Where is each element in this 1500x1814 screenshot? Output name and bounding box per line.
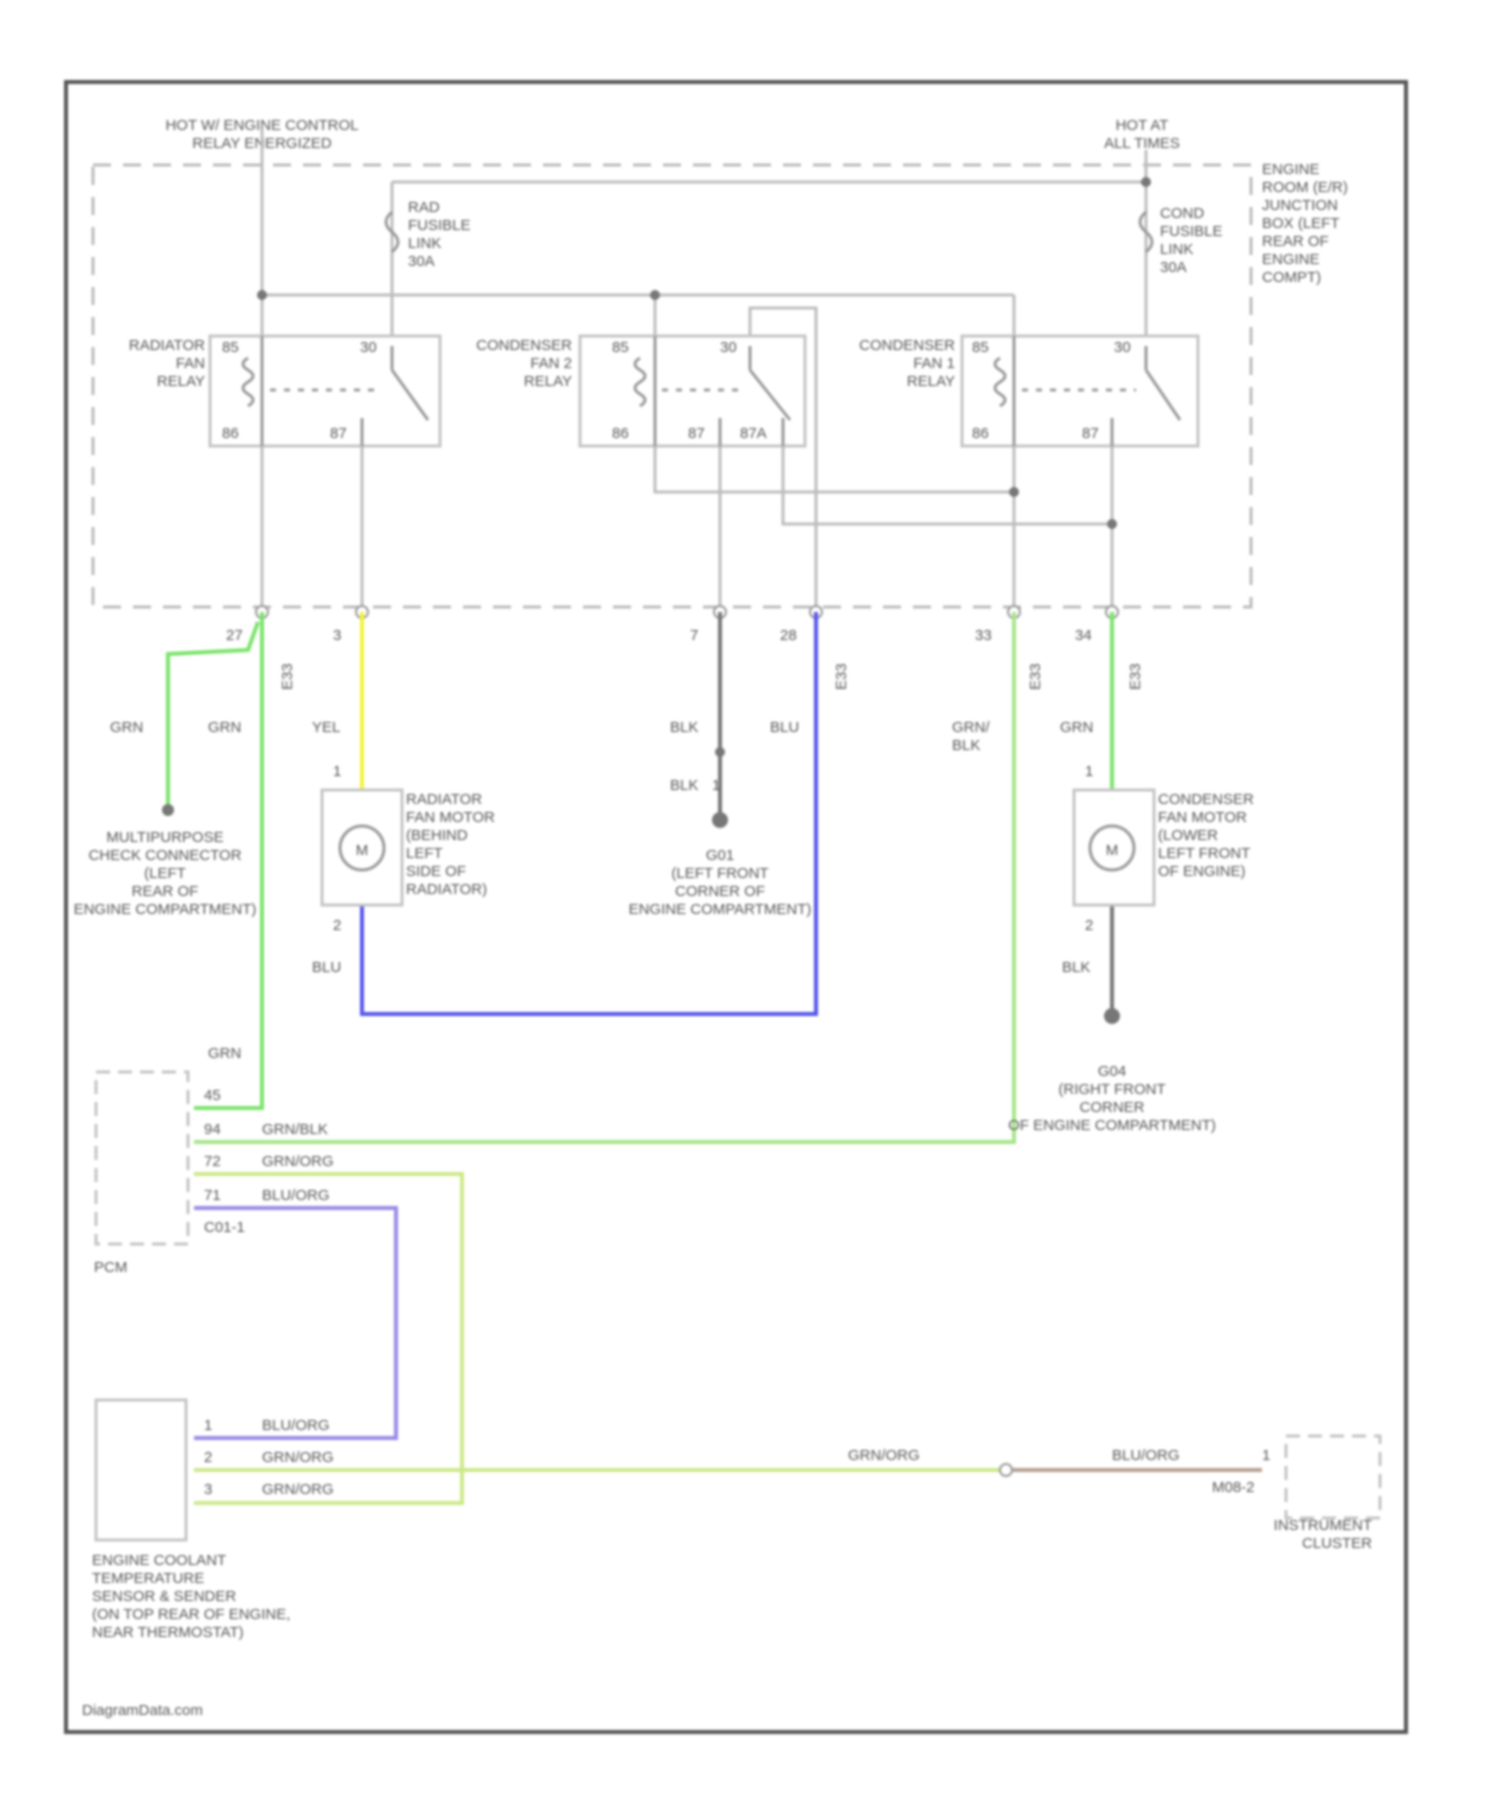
pcm-wire-72: GRN/ORG xyxy=(262,1153,334,1170)
wire-label-grn-multipurpose: GRN xyxy=(110,719,143,736)
condenser2-relay-pin-87: 87 xyxy=(688,425,705,442)
connector-id-e33-4: E33 xyxy=(1127,663,1144,690)
pcm-pin-45: 45 xyxy=(204,1087,221,1104)
condenser2-relay-pin-85: 85 xyxy=(612,339,629,356)
radiator-relay-pin-85: 85 xyxy=(222,339,239,356)
pcm-label: PCM xyxy=(94,1259,127,1276)
pcm-connector-id: C01-1 xyxy=(204,1219,245,1236)
pcm-wire-71: BLU/ORG xyxy=(262,1187,330,1204)
wire-label-grn-27: GRN xyxy=(208,719,241,736)
wire-label-blk-g04: BLK xyxy=(1062,959,1090,976)
connector-pin-34: 34 xyxy=(1075,627,1092,644)
sensor-wire-3: GRN/ORG xyxy=(262,1481,334,1498)
cluster-pin: 1 xyxy=(1262,1447,1270,1464)
condenser1-relay-pin-86: 86 xyxy=(972,425,989,442)
wire-label-yel: YEL xyxy=(312,719,340,736)
condenser2-relay-pin-87a: 87A xyxy=(740,425,767,442)
cluster-connector-id: M08-2 xyxy=(1212,1479,1255,1496)
condenser1-relay-pin-85: 85 xyxy=(972,339,989,356)
connector-id-e33-2: E33 xyxy=(833,663,850,690)
sensor-pin-2: 2 xyxy=(204,1449,212,1466)
pcm-wire-94: GRN/BLK xyxy=(262,1121,328,1138)
wire-label-blu-28: BLU xyxy=(770,719,799,736)
wire-label-blk-g01: BLK xyxy=(670,777,698,794)
condenser-motor-symbol: M xyxy=(1106,842,1119,859)
condenser-motor-pin-1: 1 xyxy=(1085,763,1093,780)
g01-connector-pin: 1 xyxy=(712,777,720,794)
condenser2-relay-pin-86: 86 xyxy=(612,425,629,442)
connector-id-e33-1: E33 xyxy=(279,663,296,690)
connector-pin-7: 7 xyxy=(690,627,698,644)
wire-label-grn-34: GRN xyxy=(1060,719,1093,736)
condenser-motor-pin-2: 2 xyxy=(1085,917,1093,934)
connector-pin-28: 28 xyxy=(780,627,797,644)
radiator-motor-pin-2: 2 xyxy=(333,917,341,934)
wire-label-blu-motor: BLU xyxy=(312,959,341,976)
pcm-pin-94: 94 xyxy=(204,1121,221,1138)
radiator-motor-symbol: M xyxy=(356,842,369,859)
sensor-pin-3: 3 xyxy=(204,1481,212,1498)
connector-pin-27: 27 xyxy=(226,627,243,644)
condenser1-relay-pin-87: 87 xyxy=(1082,425,1099,442)
watermark: DiagramData.com xyxy=(82,1702,203,1719)
wire-label-blk-7: BLK xyxy=(670,719,698,736)
wire-label-grn-blk: GRN/BLK xyxy=(952,719,990,754)
pcm-pin-72: 72 xyxy=(204,1153,221,1170)
condenser1-relay-pin-30: 30 xyxy=(1114,339,1131,356)
condenser2-relay-pin-30: 30 xyxy=(720,339,737,356)
pcm-pin-71: 71 xyxy=(204,1187,221,1204)
cluster-wire-out: BLU/ORG xyxy=(1112,1447,1180,1464)
sensor-pin-1: 1 xyxy=(204,1417,212,1434)
radiator-motor-pin-1: 1 xyxy=(333,763,341,780)
cluster-wire-in: GRN/ORG xyxy=(848,1447,920,1464)
radiator-relay-pin-87: 87 xyxy=(330,425,347,442)
relay-output-wires xyxy=(262,446,1112,612)
connector-id-e33-3: E33 xyxy=(1027,663,1044,690)
connector-pin-33: 33 xyxy=(975,627,992,644)
radiator-relay-pin-86: 86 xyxy=(222,425,239,442)
connector-pin-3: 3 xyxy=(333,627,341,644)
radiator-relay-pin-30: 30 xyxy=(360,339,377,356)
colored-wires xyxy=(168,612,1262,1503)
sensor-wire-1: BLU/ORG xyxy=(262,1417,330,1434)
wire-label-pcm-grn: GRN xyxy=(208,1045,241,1062)
sensor-wire-2: GRN/ORG xyxy=(262,1449,334,1466)
